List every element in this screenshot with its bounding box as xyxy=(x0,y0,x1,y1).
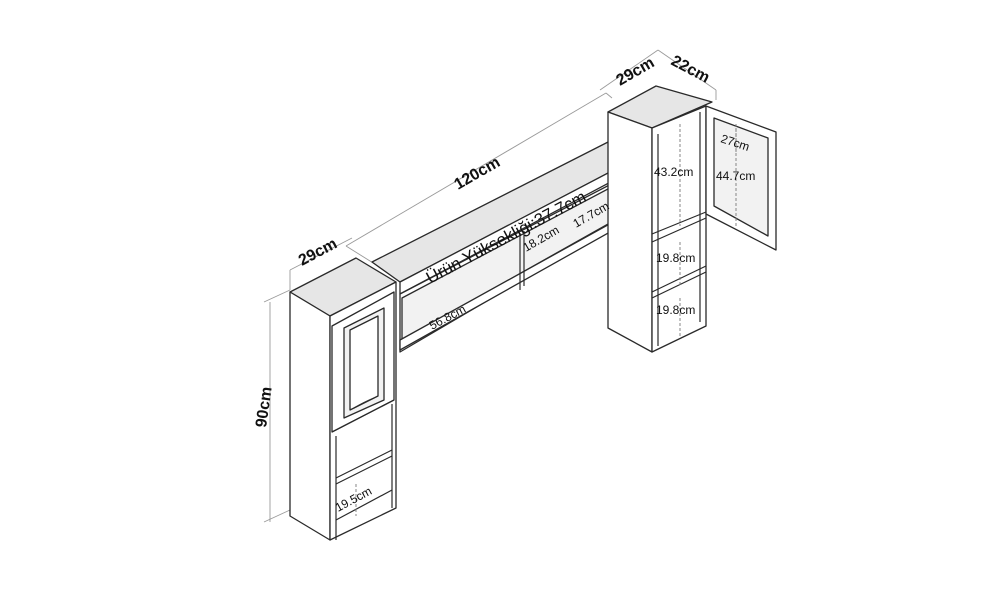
label-right-shelf-a: 19.8cm xyxy=(656,251,695,265)
label-width-total: 120cm xyxy=(452,154,504,194)
left-cabinet xyxy=(289,257,397,541)
label-door-inner-b: 44.7cm xyxy=(716,169,755,183)
label-depth-left: 29cm xyxy=(296,235,340,269)
label-depth-right: 29cm xyxy=(614,54,658,89)
dimension-lines xyxy=(263,49,717,523)
right-cabinet xyxy=(607,85,777,353)
label-height-total: 90cm xyxy=(253,386,276,429)
label-right-door-height: 43.2cm xyxy=(654,165,693,179)
label-depth-right-side: 22cm xyxy=(668,53,712,87)
label-right-shelf-b: 19.8cm xyxy=(656,303,695,317)
